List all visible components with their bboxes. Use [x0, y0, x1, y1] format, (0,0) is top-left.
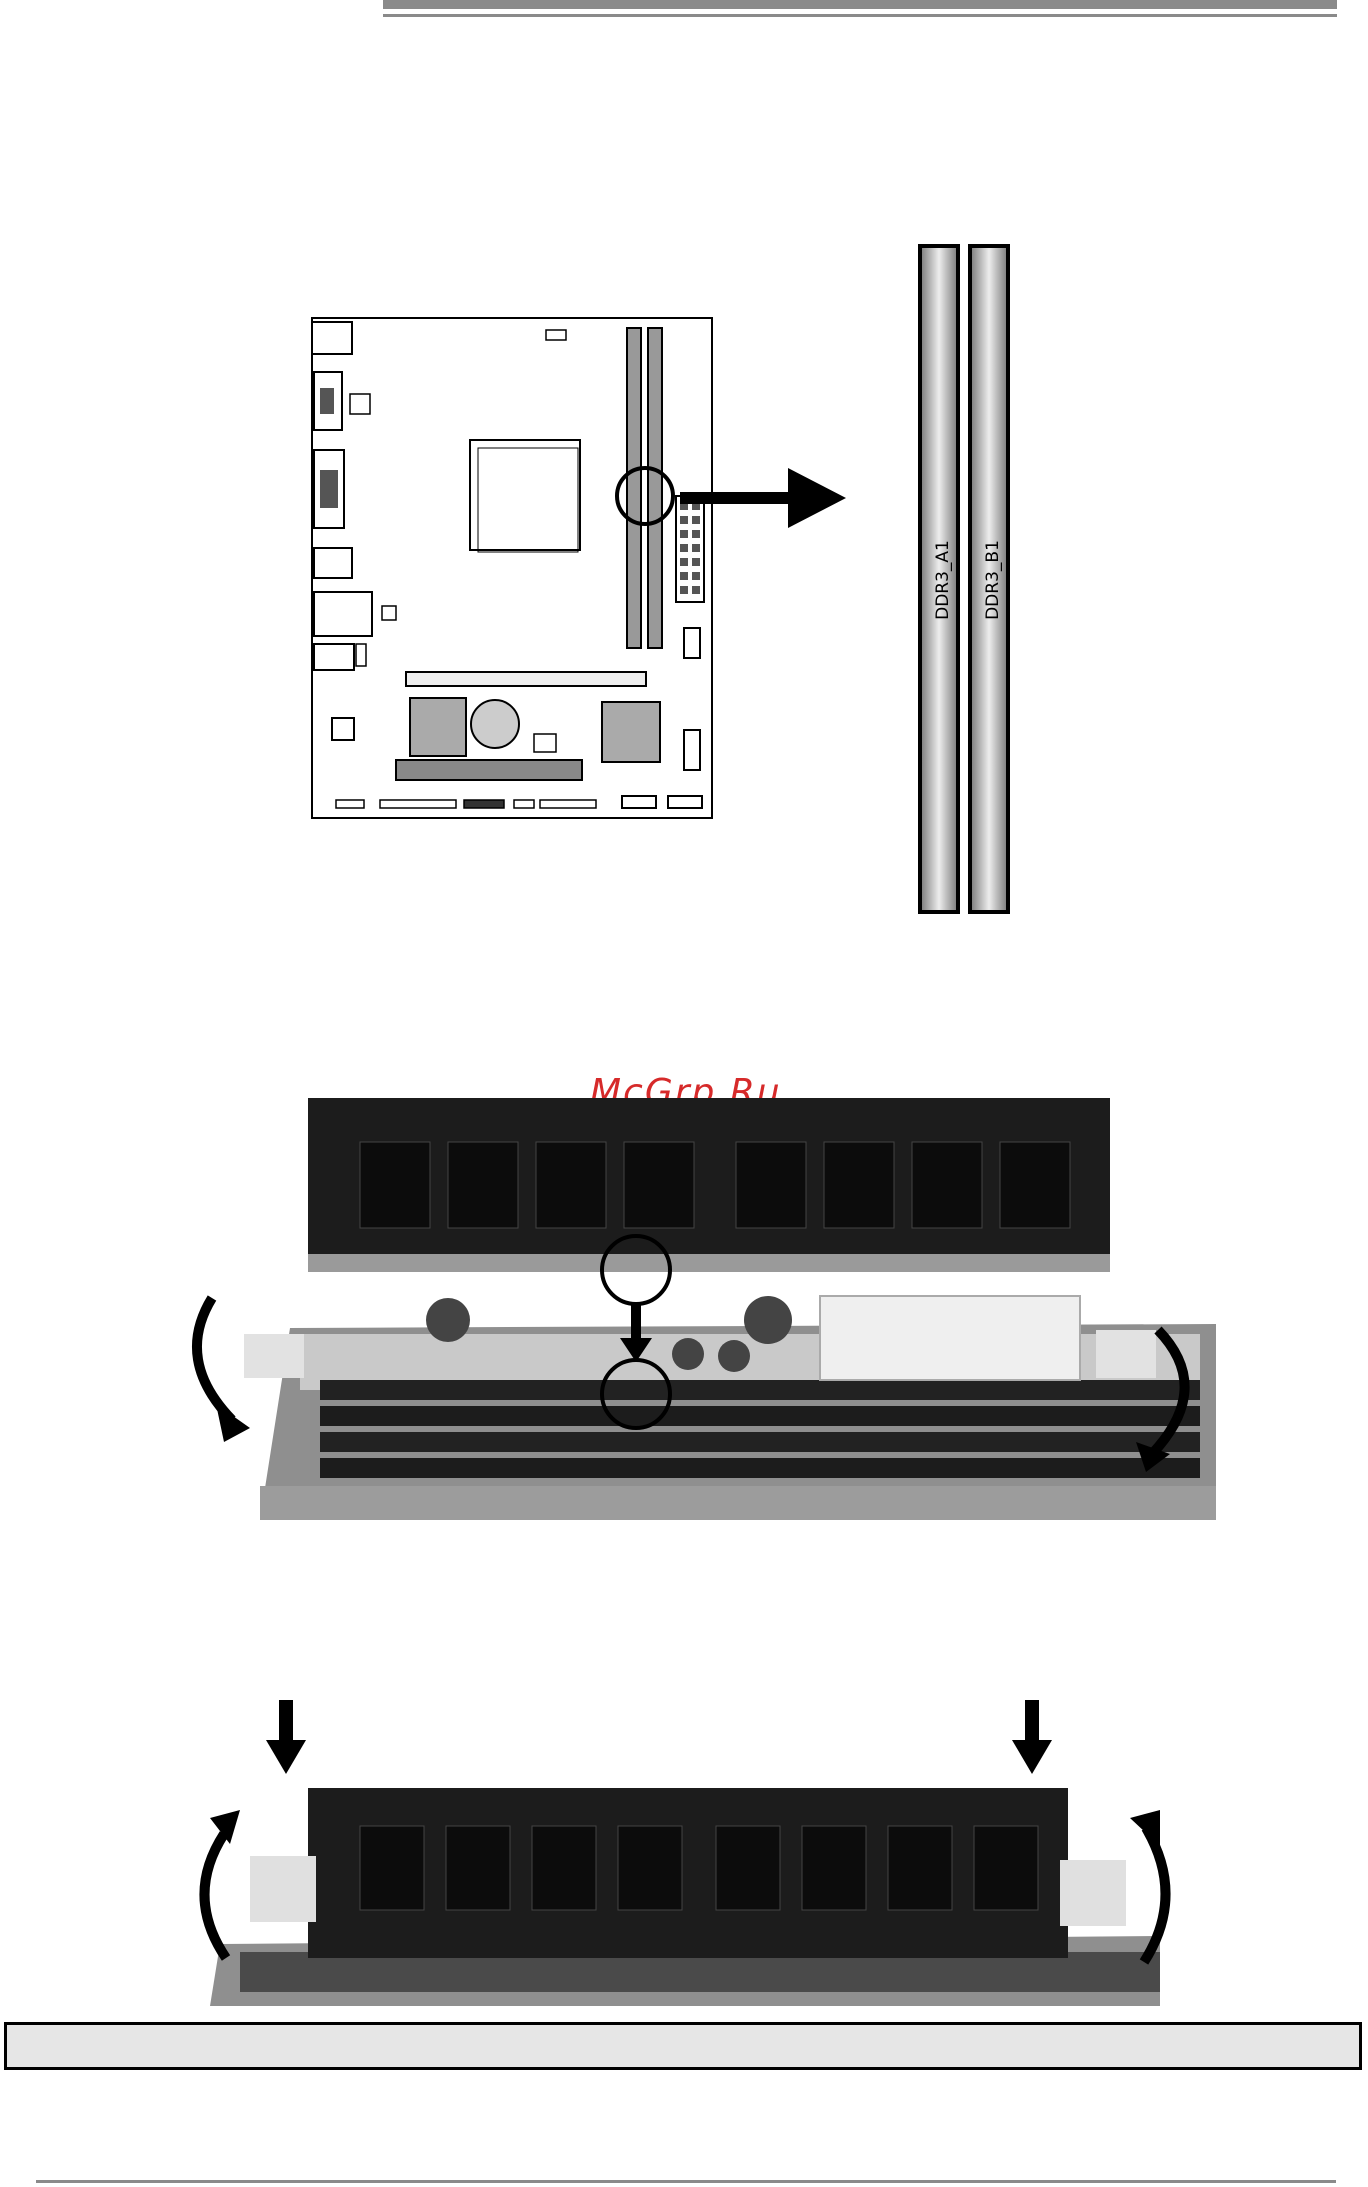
install-photo-step2 [180, 1700, 1180, 2010]
motherboard-diagram [300, 310, 720, 830]
note-box [4, 2022, 1362, 2070]
install-photo-step1 [180, 1098, 1220, 1528]
header-rule-thin [383, 14, 1337, 17]
pointer-arrow [680, 466, 846, 532]
header-rule-thick [383, 0, 1337, 9]
footer-rule [36, 2180, 1336, 2183]
slot-label-b1: DDR3_B1 [983, 520, 1003, 640]
slot-label-a1: DDR3_A1 [933, 520, 953, 640]
